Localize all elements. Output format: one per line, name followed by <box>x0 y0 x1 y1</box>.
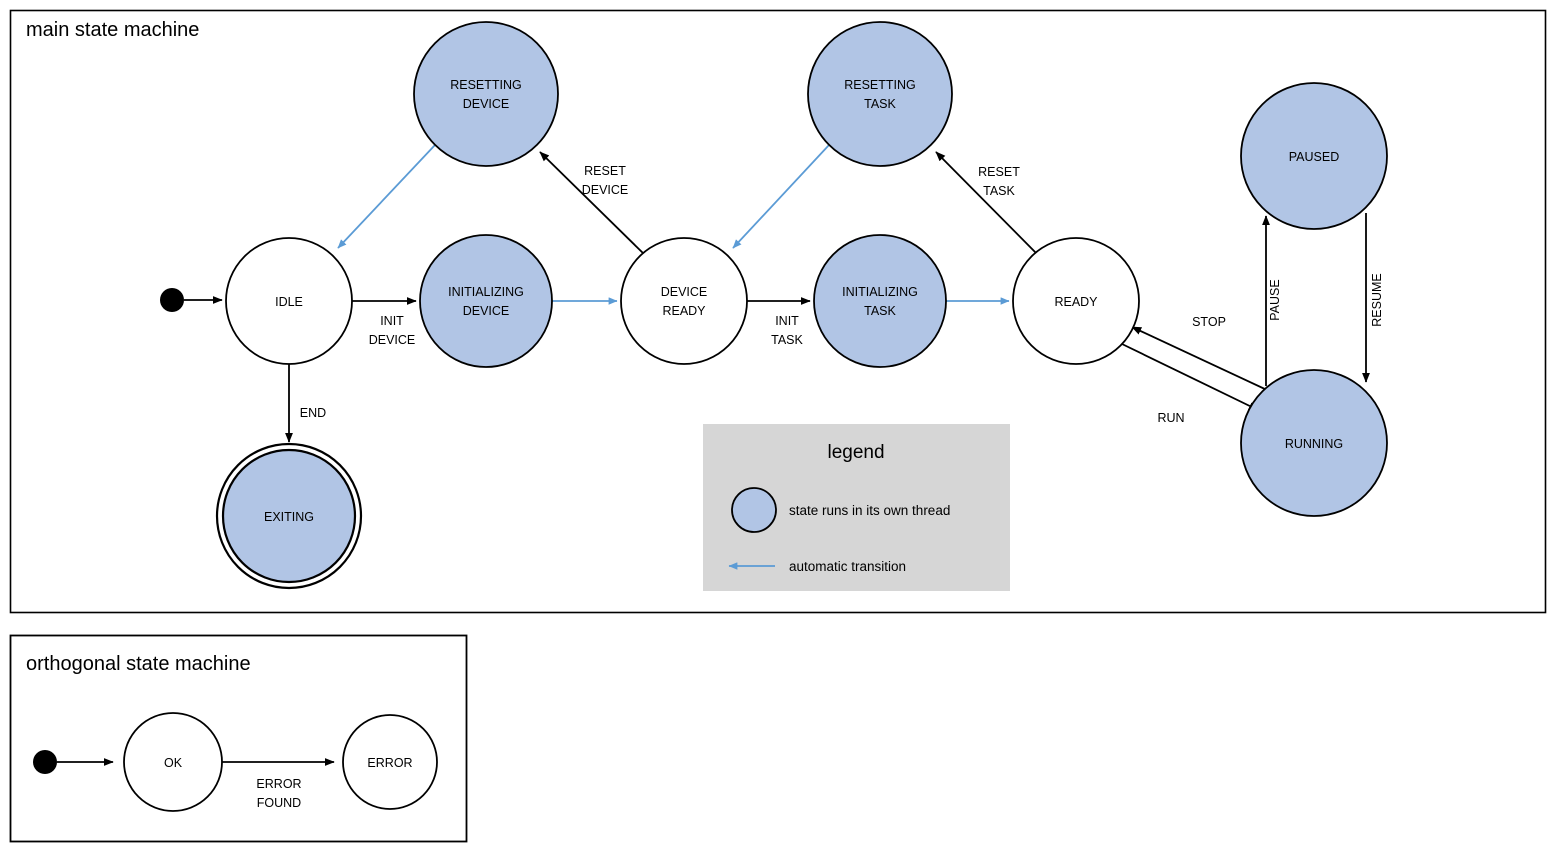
state-initializing-task-shape[interactable] <box>813 234 947 368</box>
state-running-shape[interactable] <box>1240 369 1388 517</box>
state-device-ready-label-line1: DEVICE <box>661 285 708 299</box>
state-resetting-task-label-line2: TASK <box>864 97 896 111</box>
state-resetting-device-label-line1: RESETTING <box>450 78 522 92</box>
state-device-ready-shape[interactable] <box>620 237 748 365</box>
transition-ortho-ok-error: ERROR FOUND <box>222 758 335 810</box>
transition-device-ready-reset: RESET DEVICE <box>539 151 647 257</box>
state-idle-label: IDLE <box>275 295 303 309</box>
orthogonal-transitions: ERROR FOUND <box>57 758 335 810</box>
state-device-ready[interactable]: DEVICE READY <box>620 237 748 365</box>
state-paused[interactable]: PAUSED <box>1240 82 1388 230</box>
transition-device-ready-init-task: INIT TASK <box>747 297 811 347</box>
state-error[interactable]: ERROR <box>342 714 438 810</box>
transition-paused-resume: RESUME <box>1362 213 1384 383</box>
state-initializing-device[interactable]: INITIALIZING DEVICE <box>419 234 553 368</box>
state-resetting-task-shape[interactable] <box>807 21 953 167</box>
edge-label-stop: STOP <box>1192 315 1226 329</box>
state-error-shape[interactable] <box>342 714 438 810</box>
initial-state-marker-orthogonal <box>33 750 57 774</box>
state-ok[interactable]: OK <box>123 712 223 812</box>
state-paused-shape[interactable] <box>1240 82 1388 230</box>
state-initializing-task-label-line1: INITIALIZING <box>842 285 918 299</box>
main-frame-title: main state machine <box>26 19 199 41</box>
state-device-ready-label-line2: READY <box>662 304 706 318</box>
edge-label-error-found-line2: FOUND <box>257 796 301 810</box>
state-idle-shape[interactable] <box>225 237 353 365</box>
transition-ready-reset-task: RESET TASK <box>935 151 1041 258</box>
state-ok-label: OK <box>164 756 183 770</box>
edge-label-error-found-line1: ERROR <box>256 777 301 791</box>
state-ready-label: READY <box>1054 295 1098 309</box>
edge-label-init-task-line1: INIT <box>775 314 799 328</box>
edge-label-run: RUN <box>1157 411 1184 425</box>
edge-label-init-task-line2: TASK <box>771 333 803 347</box>
orthogonal-frame-title: orthogonal state machine <box>26 653 251 675</box>
state-error-label: ERROR <box>367 756 412 770</box>
edge-label-init-device-line1: INIT <box>380 314 404 328</box>
edge-label-reset-task-line1: RESET <box>978 165 1020 179</box>
edge-label-reset-device-line1: RESET <box>584 164 626 178</box>
transition-resetting-device-idle <box>337 144 436 249</box>
state-resetting-device-label-line2: DEVICE <box>463 97 510 111</box>
legend-title: legend <box>827 442 884 463</box>
state-ready-shape[interactable] <box>1012 237 1140 365</box>
transition-idle-end: END <box>285 364 326 443</box>
state-resetting-device-shape[interactable] <box>413 21 559 167</box>
edge-label-init-device-line2: DEVICE <box>369 333 416 347</box>
main-states: IDLE RESETTING DEVICE INITIALIZING DEVIC… <box>160 21 1388 590</box>
legend-threaded-state-circle-icon <box>731 487 777 533</box>
legend: legend state runs in its own thread auto… <box>703 424 1010 591</box>
legend-item-threaded-state: state runs in its own thread <box>731 487 950 533</box>
transition-resetting-task-device-ready <box>732 144 830 249</box>
transition-running-stop: STOP <box>1131 315 1268 391</box>
state-initializing-device-label-line2: DEVICE <box>463 304 510 318</box>
state-ready[interactable]: READY <box>1012 237 1140 365</box>
transition-idle-init-device: INIT DEVICE <box>352 297 417 347</box>
main-transitions: INIT DEVICE RESET DEVICE INIT TASK <box>184 144 1384 443</box>
state-resetting-task-label-line1: RESETTING <box>844 78 916 92</box>
state-initializing-device-label-line1: INITIALIZING <box>448 285 524 299</box>
legend-automatic-transition-text: automatic transition <box>789 559 906 574</box>
state-resetting-task[interactable]: RESETTING TASK <box>807 21 953 167</box>
state-idle[interactable]: IDLE <box>225 237 353 365</box>
state-exiting-shape[interactable] <box>221 448 357 584</box>
edge-label-reset-device-line2: DEVICE <box>582 183 629 197</box>
edge-label-reset-task-line2: TASK <box>983 184 1015 198</box>
initial-state-marker-main <box>160 288 184 312</box>
state-paused-label: PAUSED <box>1289 150 1339 164</box>
state-exiting[interactable]: EXITING <box>215 442 363 590</box>
legend-item-automatic-transition: automatic transition <box>728 559 906 574</box>
edge-label-end: END <box>300 406 326 420</box>
transition-ready-run: RUN <box>1121 343 1259 425</box>
state-ok-shape[interactable] <box>123 712 223 812</box>
transition-running-pause: PAUSE <box>1262 215 1282 386</box>
orthogonal-states: OK ERROR <box>33 712 438 812</box>
legend-threaded-state-text: state runs in its own thread <box>789 503 950 518</box>
state-initializing-device-shape[interactable] <box>419 234 553 368</box>
state-running[interactable]: RUNNING <box>1240 369 1388 517</box>
state-running-label: RUNNING <box>1285 437 1343 451</box>
state-initializing-task[interactable]: INITIALIZING TASK <box>813 234 947 368</box>
state-resetting-device[interactable]: RESETTING DEVICE <box>413 21 559 167</box>
edge-label-pause: PAUSE <box>1268 279 1282 320</box>
edge-label-resume: RESUME <box>1370 273 1384 326</box>
state-initializing-task-label-line2: TASK <box>864 304 896 318</box>
state-exiting-label: EXITING <box>264 510 314 524</box>
